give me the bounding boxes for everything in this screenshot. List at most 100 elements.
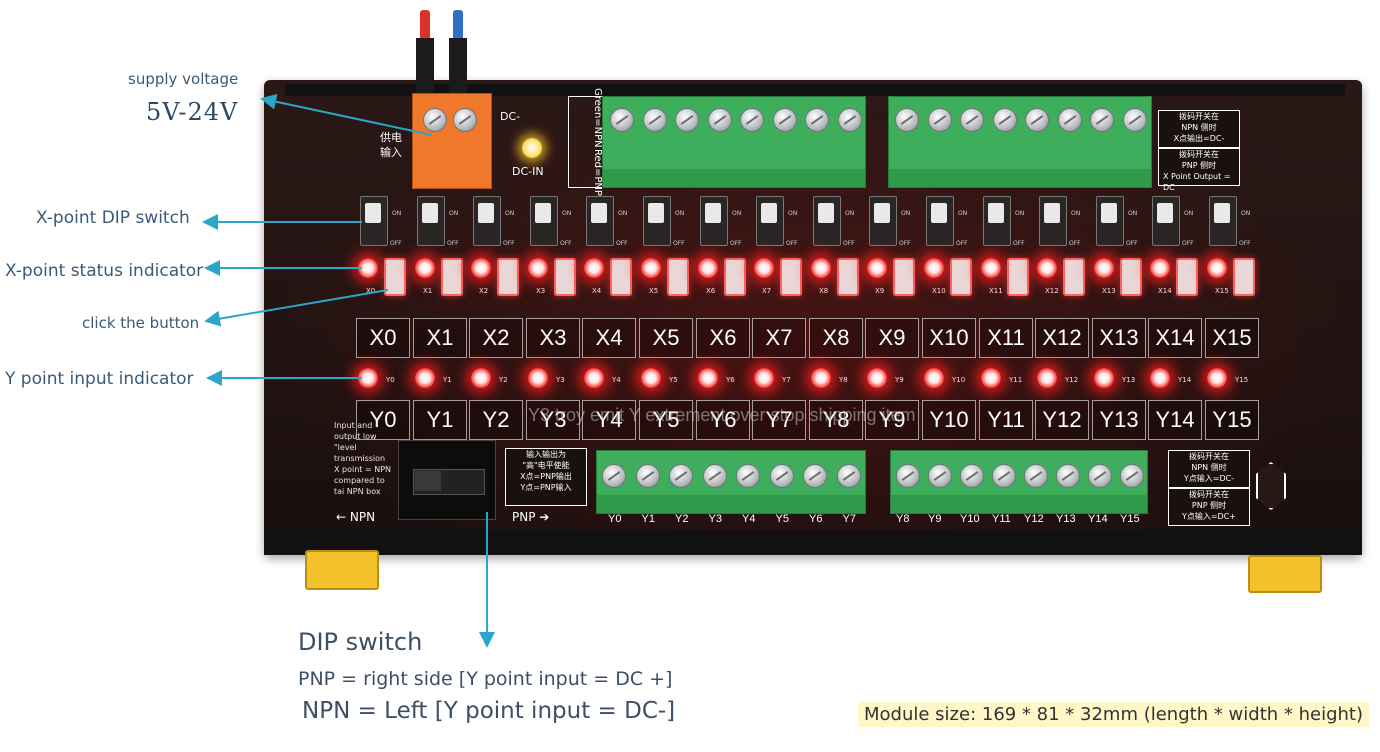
x-dip-switch[interactable]	[1209, 196, 1237, 246]
power-screw-2[interactable]	[453, 108, 477, 132]
x-push-button[interactable]	[893, 258, 915, 296]
dip-on-label: ON	[1184, 210, 1194, 217]
mode-dip-switch[interactable]	[415, 471, 441, 491]
y-terminal-label: Y6	[809, 513, 823, 525]
power-screw-1[interactable]	[423, 108, 447, 132]
x-dip-switch[interactable]	[586, 196, 614, 246]
top-terminal-screw[interactable]	[642, 108, 667, 132]
x-push-button[interactable]	[1176, 258, 1198, 296]
x-push-button[interactable]	[497, 258, 519, 296]
x-push-button[interactable]	[1063, 258, 1085, 296]
x-push-button[interactable]	[1120, 258, 1142, 296]
top-terminal-screw[interactable]	[992, 108, 1017, 132]
bottom-terminal-screw[interactable]	[992, 464, 1016, 488]
x-push-button[interactable]	[1233, 258, 1255, 296]
dip-npn-note: NPN = Left [Y point input = DC-]	[302, 698, 676, 724]
x-mini-label: X4	[592, 287, 602, 295]
module-size-label: Module size: 169 * 81 * 32mm (length * w…	[858, 702, 1369, 727]
dip-off-label: OFF	[1013, 240, 1025, 247]
x-channel-label: X0	[356, 318, 410, 358]
x-dip-switch[interactable]	[1152, 196, 1180, 246]
x-dip-switch[interactable]	[700, 196, 728, 246]
bottom-terminal-screw[interactable]	[836, 464, 861, 488]
x-push-button[interactable]	[554, 258, 576, 296]
y-terminal-label: Y5	[775, 513, 789, 525]
bottom-terminal-screw[interactable]	[1056, 464, 1080, 488]
y-channel-label: Y6	[696, 400, 750, 440]
bottom-terminal-screw[interactable]	[896, 464, 920, 488]
x-dip-switch[interactable]	[869, 196, 897, 246]
npn-x-note-box: 拨码开关在 NPN 侧时 X点输出=DC-	[1158, 110, 1240, 148]
x-dip-switch[interactable]	[926, 196, 954, 246]
top-terminal-screw[interactable]	[610, 108, 634, 132]
top-terminal-screw[interactable]	[1057, 108, 1082, 132]
din-clip-right	[1248, 555, 1322, 593]
pnp-direction-label: PNP ➔	[512, 510, 550, 524]
top-terminal-screw[interactable]	[675, 108, 699, 132]
x-push-button[interactable]	[837, 258, 859, 296]
x-status-led	[415, 258, 435, 278]
x-push-button[interactable]	[384, 258, 406, 296]
bottom-terminal-screw[interactable]	[669, 464, 693, 488]
top-terminal-screw[interactable]	[1090, 108, 1114, 132]
x-mini-label: X3	[536, 287, 546, 295]
dip-off-label: OFF	[730, 240, 742, 247]
bottom-terminal-screw[interactable]	[1120, 464, 1144, 488]
mode-dip-housing	[398, 440, 496, 520]
x-status-led	[698, 258, 718, 278]
x-dip-switch[interactable]	[473, 196, 501, 246]
x-push-button[interactable]	[441, 258, 463, 296]
x-dip-switch[interactable]	[983, 196, 1011, 246]
x-dip-switch[interactable]	[530, 196, 558, 246]
y-input-led	[1207, 368, 1227, 388]
dip-off-label: OFF	[503, 240, 515, 247]
power-terminal[interactable]	[412, 93, 492, 189]
top-terminal-screw[interactable]	[1025, 108, 1049, 132]
x-dip-switch[interactable]	[417, 196, 445, 246]
x-push-button[interactable]	[950, 258, 972, 296]
x-status-led	[754, 258, 774, 278]
y-channel-label: Y15	[1205, 400, 1259, 440]
x-dip-switch[interactable]	[1039, 196, 1067, 246]
y-mini-label: Y6	[726, 376, 735, 384]
x-channel-label: X13	[1092, 318, 1146, 358]
y-input-led	[584, 368, 604, 388]
bottom-terminal-screw[interactable]	[960, 464, 984, 488]
top-terminal-screw[interactable]	[772, 108, 797, 132]
top-terminal-screw[interactable]	[707, 108, 732, 132]
dip-on-label: ON	[901, 210, 911, 217]
x-push-button[interactable]	[610, 258, 632, 296]
bottom-terminal-screw[interactable]	[702, 464, 727, 488]
y-channel-label: Y3	[526, 400, 580, 440]
arrow-supply	[260, 93, 433, 136]
y-channel-label: Y0	[356, 400, 410, 440]
x-dip-switch[interactable]	[643, 196, 671, 246]
top-terminal-screw[interactable]	[740, 108, 764, 132]
top-terminal-screw[interactable]	[927, 108, 952, 132]
bottom-terminal-screw[interactable]	[769, 464, 794, 488]
x-push-button[interactable]	[724, 258, 746, 296]
dip-on-label: ON	[449, 210, 459, 217]
bottom-terminal-screw[interactable]	[736, 464, 760, 488]
bottom-terminal-screw[interactable]	[1088, 464, 1112, 488]
top-terminal-screw[interactable]	[895, 108, 919, 132]
x-push-button[interactable]	[780, 258, 802, 296]
x-push-button[interactable]	[1007, 258, 1029, 296]
x-dip-switch[interactable]	[1096, 196, 1124, 246]
top-terminal-screw[interactable]	[960, 108, 984, 132]
x-push-button[interactable]	[667, 258, 689, 296]
bottom-terminal-screw[interactable]	[803, 464, 827, 488]
x-dip-switch[interactable]	[813, 196, 841, 246]
top-terminal-screw[interactable]	[837, 108, 862, 132]
bottom-terminal-screw[interactable]	[928, 464, 952, 488]
x-status-led	[641, 258, 661, 278]
top-terminal-screw[interactable]	[805, 108, 829, 132]
bottom-terminal-screw[interactable]	[602, 464, 626, 488]
x-status-led	[1207, 258, 1227, 278]
x-dip-switch[interactable]	[756, 196, 784, 246]
y-channel-label: Y1	[413, 400, 467, 440]
bottom-terminal-screw[interactable]	[1024, 464, 1048, 488]
bottom-terminal-screw[interactable]	[635, 464, 660, 488]
top-terminal-screw[interactable]	[1122, 108, 1147, 132]
dip-on-label: ON	[958, 210, 968, 217]
